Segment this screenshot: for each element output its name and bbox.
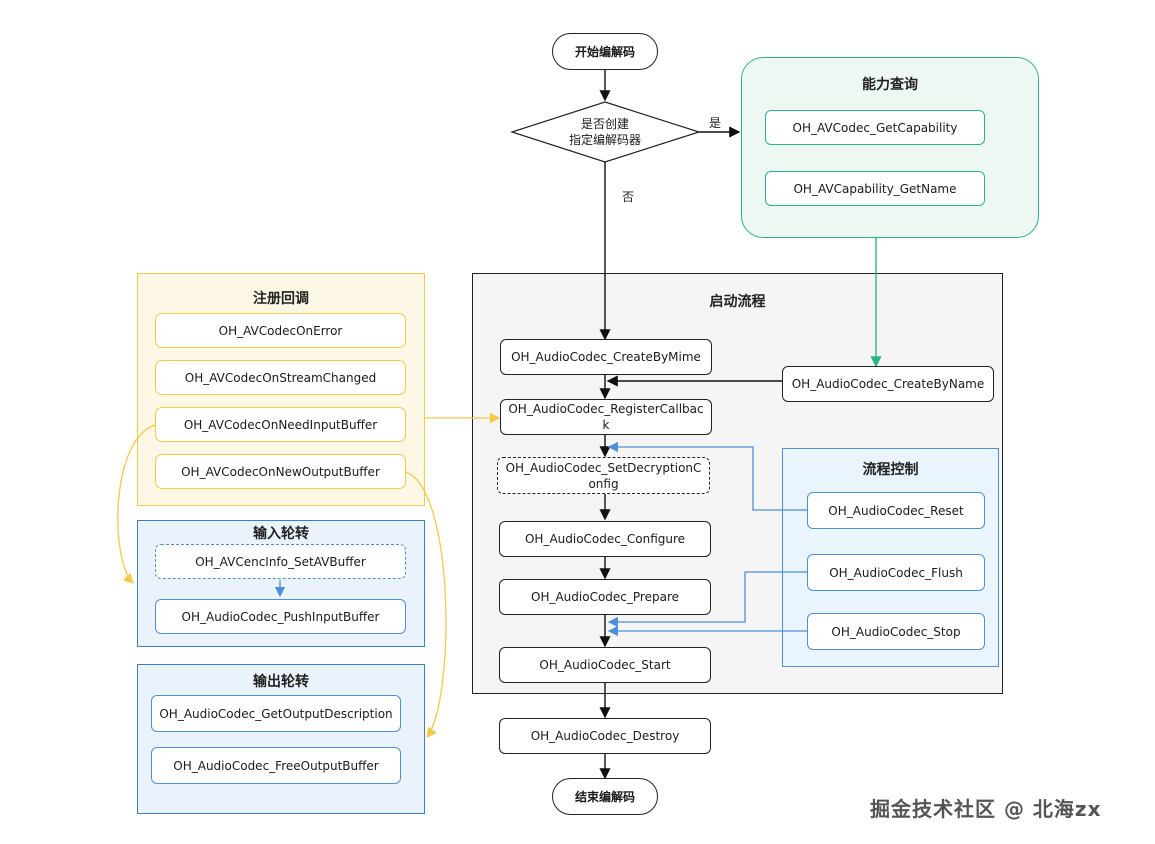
end-node: 结束编解码 (552, 778, 658, 815)
get-capability-node: OH_AVCodec_GetCapability (765, 110, 985, 145)
control-panel-title: 流程控制 (862, 462, 919, 478)
configure-node: OH_AudioCodec_Configure (499, 521, 711, 557)
decision-line-1: 是否创建 (580, 117, 629, 131)
prepare-node: OH_AudioCodec_Prepare (499, 579, 711, 615)
create-by-name-node: OH_AudioCodec_CreateByName (782, 366, 994, 402)
capability-get-name-node: OH_AVCapability_GetName (765, 171, 985, 206)
decision-no-label: 否 (622, 190, 635, 204)
on-new-output-buffer-node: OH_AVCodecOnNewOutputBuffer (155, 454, 406, 489)
capability-panel: 能力查询 (741, 57, 1039, 238)
output-panel-title: 输出轮转 (253, 674, 309, 690)
decision-line-2: 指定编解码器 (568, 133, 641, 147)
stop-node: OH_AudioCodec_Stop (807, 613, 985, 650)
watermark: 掘金技术社区 @ 北海zx (870, 797, 1102, 821)
get-output-description-node: OH_AudioCodec_GetOutputDescription (151, 695, 401, 732)
flush-node: OH_AudioCodec_Flush (807, 554, 985, 591)
start-node-api: OH_AudioCodec_Start (499, 647, 711, 683)
set-decryption-config-node: OH_AudioCodec_SetDecryptionConfig (497, 457, 710, 494)
callback-panel-title: 注册回调 (253, 291, 309, 307)
start-flow-panel-title: 启动流程 (709, 294, 766, 310)
on-error-node: OH_AVCodecOnError (155, 313, 406, 348)
output-panel: 输出轮转 (137, 664, 425, 814)
decision-yes-label: 是 (709, 116, 722, 130)
reset-node: OH_AudioCodec_Reset (807, 492, 985, 529)
capability-panel-title: 能力查询 (862, 77, 918, 93)
free-output-buffer-node: OH_AudioCodec_FreeOutputBuffer (151, 747, 401, 784)
destroy-node: OH_AudioCodec_Destroy (499, 718, 711, 754)
set-av-buffer-node: OH_AVCencInfo_SetAVBuffer (155, 544, 406, 579)
on-need-input-buffer-node: OH_AVCodecOnNeedInputBuffer (155, 407, 406, 442)
decision-text: 是否创建 指定编解码器 (540, 116, 670, 148)
input-panel-title: 输入轮转 (253, 526, 309, 542)
start-node: 开始编解码 (552, 33, 658, 70)
create-by-mime-node: OH_AudioCodec_CreateByMime (500, 339, 712, 375)
on-stream-changed-node: OH_AVCodecOnStreamChanged (155, 360, 406, 395)
push-input-buffer-node: OH_AudioCodec_PushInputBuffer (155, 599, 406, 634)
register-callback-node: OH_AudioCodec_RegisterCallback (500, 399, 712, 435)
